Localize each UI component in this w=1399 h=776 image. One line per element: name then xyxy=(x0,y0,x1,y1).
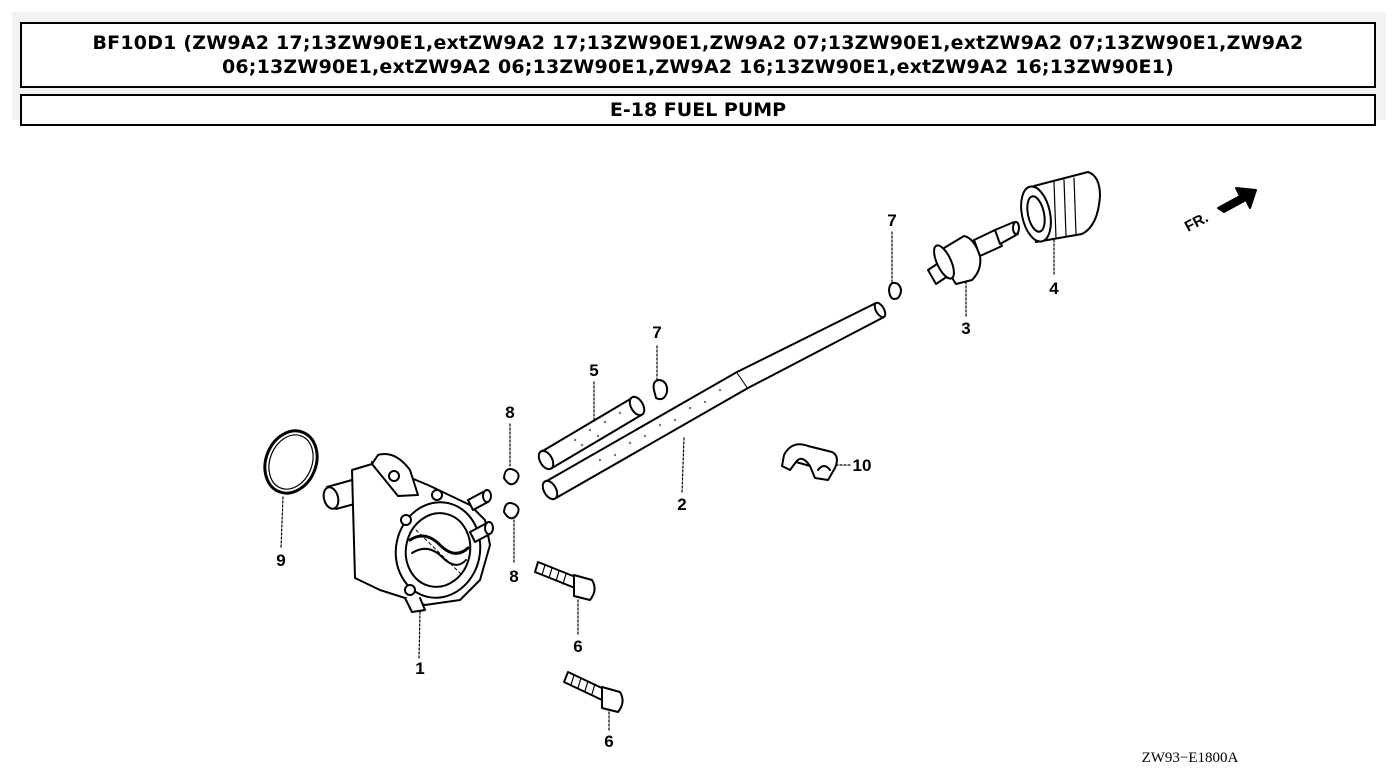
clip-upper-part[interactable] xyxy=(503,468,520,486)
drawing-code: ZW93−E1800A xyxy=(1142,750,1239,766)
front-arrow-icon xyxy=(1217,187,1257,213)
title-box: BF10D1 (ZW9A2 17;13ZW90E1,extZW9A2 17;13… xyxy=(20,22,1376,88)
callout-3: 3 xyxy=(961,319,970,338)
callout-10: 10 xyxy=(853,456,872,475)
section-title: E-18 FUEL PUMP xyxy=(609,99,787,121)
callout-7-mid: 7 xyxy=(652,323,661,342)
connector-part[interactable] xyxy=(1016,171,1101,244)
short-tube-part[interactable] xyxy=(536,394,647,471)
callout-4: 4 xyxy=(1049,279,1059,298)
o-ring-part[interactable] xyxy=(256,423,326,501)
callout-1: 1 xyxy=(415,659,424,678)
clip-right-part[interactable] xyxy=(888,281,902,300)
callout-2: 2 xyxy=(677,495,686,514)
callout-8-upper: 8 xyxy=(505,403,514,422)
fuel-pump-part[interactable] xyxy=(321,453,494,613)
long-tube-part[interactable] xyxy=(540,301,888,502)
fitting-part[interactable] xyxy=(927,221,1020,285)
callout-6-upper: 6 xyxy=(573,637,582,656)
clip-lower-part[interactable] xyxy=(503,502,520,520)
bolt-lower-part[interactable] xyxy=(563,671,624,713)
callout-7-right: 7 xyxy=(887,211,896,230)
callout-9: 9 xyxy=(276,551,285,570)
clip-mid-part[interactable] xyxy=(652,379,669,401)
tube-clamp-part[interactable] xyxy=(781,443,838,481)
section-box: E-18 FUEL PUMP xyxy=(20,94,1376,126)
callout-8-lower: 8 xyxy=(509,567,518,586)
front-label: FR. xyxy=(1182,209,1211,235)
callout-6-lower: 6 xyxy=(604,732,613,751)
header: BF10D1 (ZW9A2 17;13ZW90E1,extZW9A2 17;13… xyxy=(12,12,1386,126)
bolt-upper-part[interactable] xyxy=(534,561,596,601)
page-title: BF10D1 (ZW9A2 17;13ZW90E1,extZW9A2 17;13… xyxy=(92,32,1304,78)
callout-5: 5 xyxy=(589,361,598,380)
